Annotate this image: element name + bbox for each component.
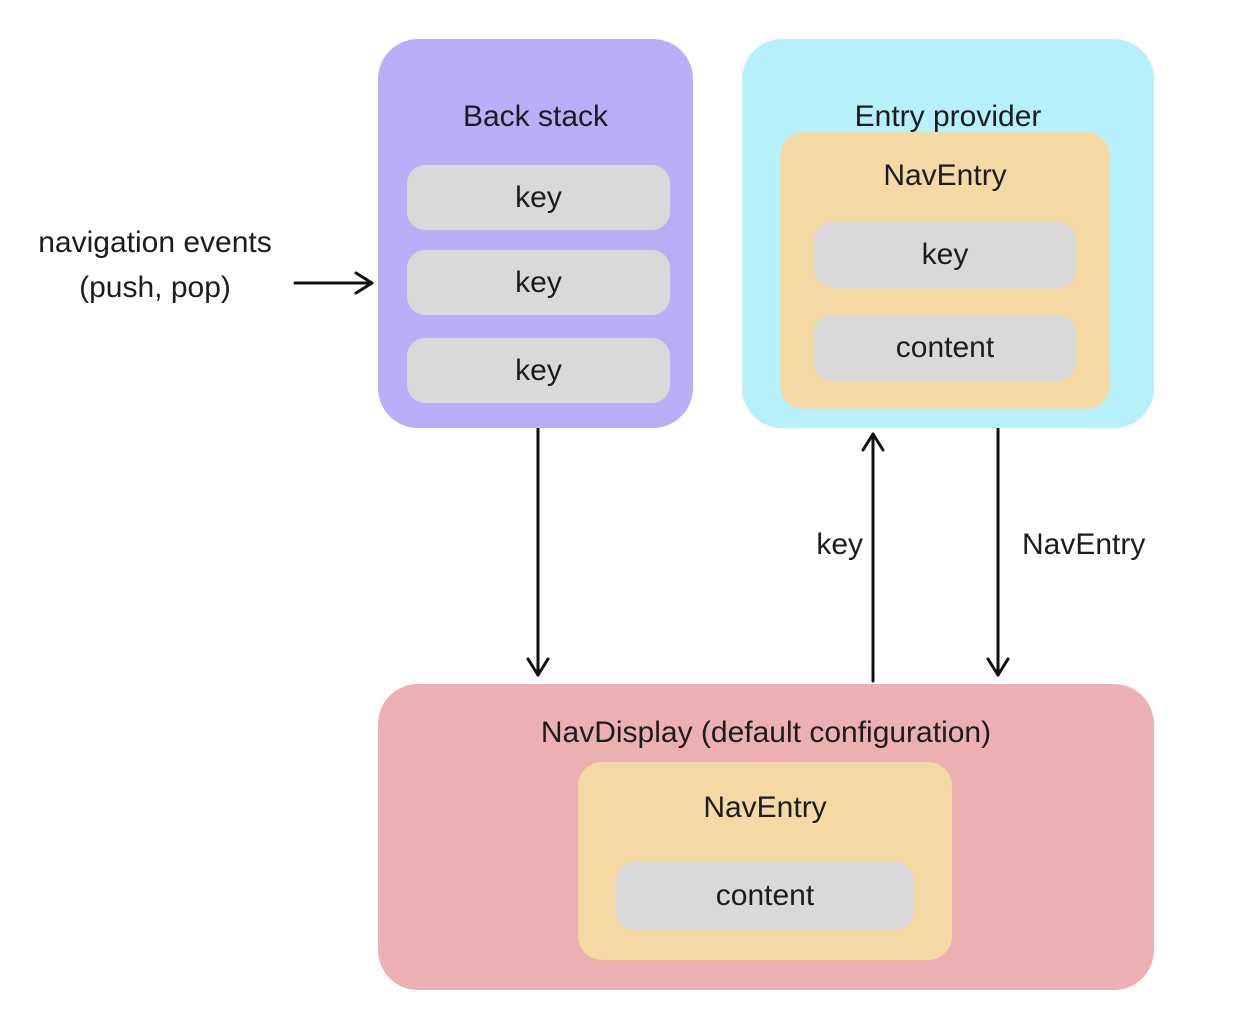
nav-entry-key-slot: key (814, 222, 1076, 288)
back-stack-key-slot: key (407, 338, 670, 403)
back-stack-key-slot: key (407, 165, 670, 230)
annotation-line-2: (push, pop) (79, 271, 231, 304)
entry-provider-nav-entry-box: NavEntry key content (780, 132, 1110, 409)
nav-entry-content-slot: content (616, 862, 914, 930)
nav-entry-title: NavEntry (703, 791, 827, 824)
entry-provider-box: Entry provider NavEntry key content (742, 39, 1154, 428)
back-stack-key-slot: key (407, 250, 670, 315)
entry-provider-title: Entry provider (854, 100, 1042, 133)
annotation-navigation-events: navigation events (push, pop) (5, 220, 305, 310)
nav-entry-content-slot: content (814, 315, 1076, 381)
annotation-line-1: navigation events (38, 226, 272, 259)
nav-display-title: NavDisplay (default configuration) (540, 716, 992, 749)
nav-display-box: NavDisplay (default configuration) NavEn… (378, 684, 1154, 990)
arrow-label-nav-entry: NavEntry (1022, 528, 1146, 561)
back-stack-box: Back stack key key key (378, 39, 693, 428)
nav-entry-title: NavEntry (883, 159, 1007, 192)
nav-display-nav-entry-box: NavEntry content (578, 762, 952, 960)
back-stack-title: Back stack (462, 100, 609, 133)
arrow-label-key: key (816, 528, 863, 561)
